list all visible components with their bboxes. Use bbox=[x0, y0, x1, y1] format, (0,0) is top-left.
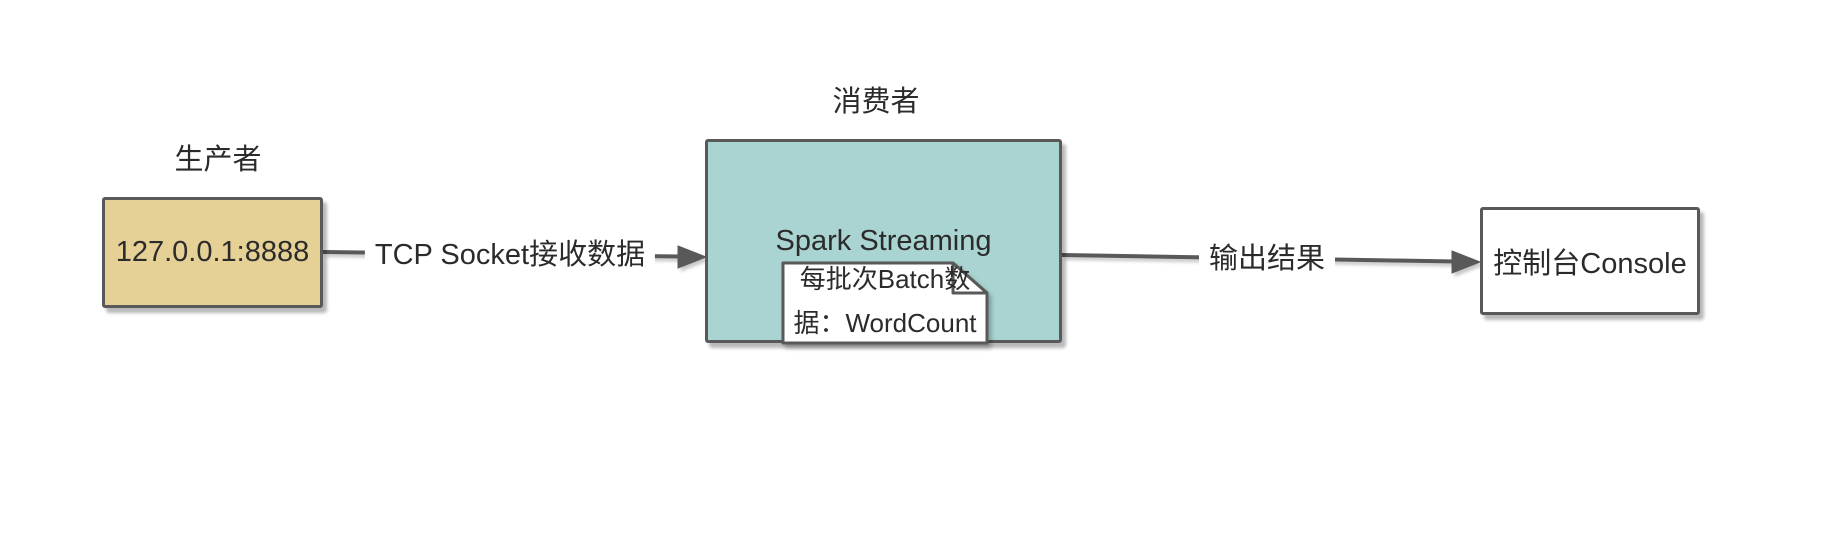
consumer-title: 消费者 bbox=[832, 86, 920, 118]
batch-note-text: 每批次Batch数 据：WordCount bbox=[783, 257, 987, 345]
producer-title: 生产者 bbox=[174, 144, 262, 176]
consumer-app-name: Spark Streaming bbox=[775, 224, 992, 257]
batch-note-line-2: 据：WordCount bbox=[793, 308, 977, 338]
producer-node: 127.0.0.1:8888 bbox=[102, 197, 323, 308]
tcp-edge-label: TCP Socket接收数据 bbox=[364, 229, 656, 275]
output-edge-label: 输出结果 bbox=[1198, 233, 1336, 279]
batch-note bbox=[781, 261, 989, 345]
tcp-edge-arrowhead-icon bbox=[677, 245, 708, 269]
console-label: 控制台Console bbox=[1493, 248, 1687, 280]
batch-note-line-1: 每批次Batch数 bbox=[799, 264, 971, 294]
note-folded-corner-icon bbox=[951, 261, 989, 295]
note-body bbox=[781, 261, 989, 345]
output-edge-arrowhead-icon bbox=[1451, 250, 1482, 274]
producer-address: 127.0.0.1:8888 bbox=[115, 236, 310, 268]
console-node: 控制台Console bbox=[1480, 207, 1700, 315]
